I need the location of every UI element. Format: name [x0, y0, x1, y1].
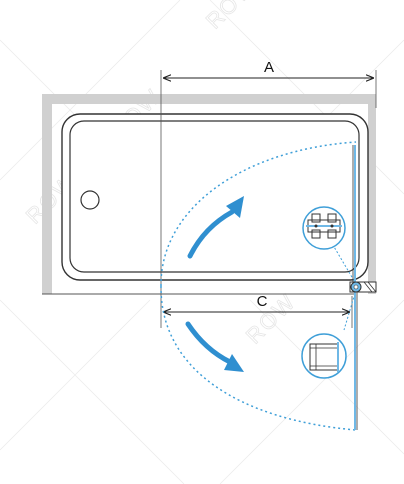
- dimension-c-label: C: [257, 293, 268, 310]
- wall-profile-icon: [301, 333, 347, 379]
- detail-leader-bottom: [343, 289, 357, 331]
- bathtub-outer: [61, 113, 369, 281]
- detail-leader-top: [329, 239, 357, 285]
- bathtub-inner: [69, 120, 360, 273]
- swing-path-lower: [160, 285, 357, 431]
- dimension-a-label: A: [264, 59, 274, 76]
- hinge-icon: [349, 281, 377, 293]
- hinge-detail-icon: [302, 206, 346, 250]
- watermark-text: ROW: [201, 0, 261, 34]
- drain-icon: [80, 190, 100, 210]
- swing-path-upper: [160, 141, 357, 287]
- watermark-text: ROW: [241, 289, 301, 349]
- rotate-outward-arrow-icon: [185, 321, 244, 372]
- rotate-inward-arrow-icon: [187, 196, 244, 259]
